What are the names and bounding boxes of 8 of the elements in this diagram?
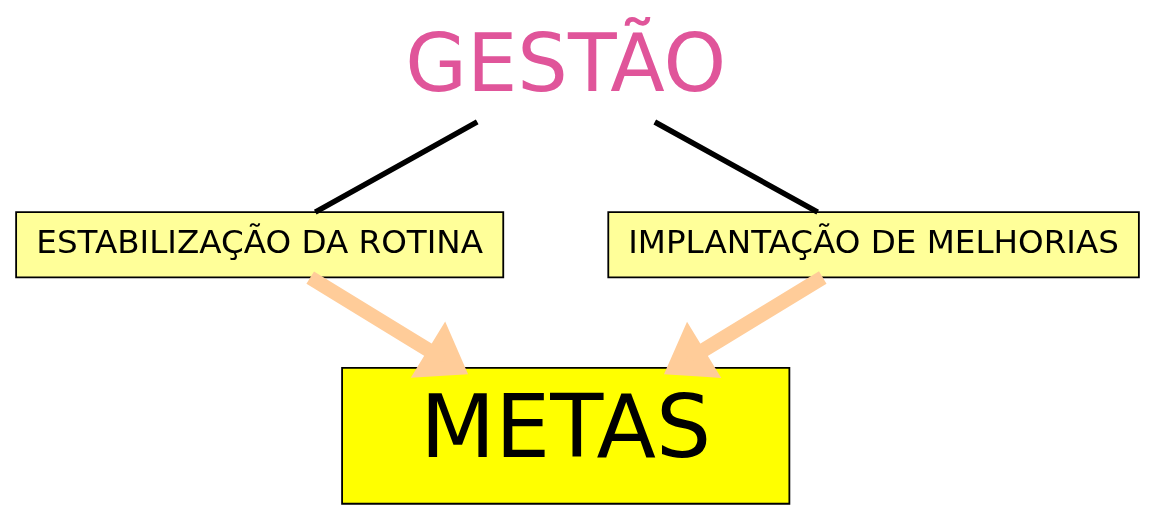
- connector: [313, 119, 479, 215]
- node-box: ESTABILIZAÇÃO DA ROTINA: [15, 211, 505, 279]
- node-box: IMPLANTAÇÃO DE MELHORIAS: [607, 211, 1140, 279]
- node-box: METAS: [341, 367, 791, 505]
- node-text: GESTÃO: [405, 17, 727, 111]
- arrow: [306, 271, 469, 378]
- arrow: [664, 271, 827, 378]
- connector: [653, 119, 819, 215]
